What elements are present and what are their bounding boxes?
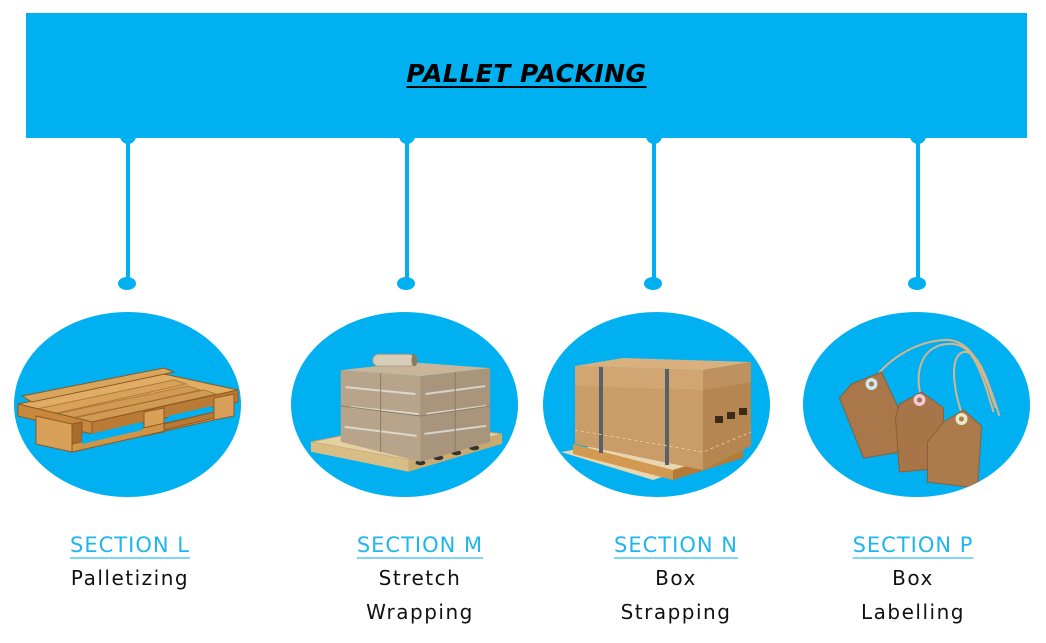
section-p-label[interactable]: SECTION P [852,533,974,557]
stretch-wrapped-pallet-icon [310,353,503,472]
connector-dot [908,277,926,290]
connector-line [126,136,130,282]
section-m-label[interactable]: SECTION M [356,533,484,557]
section-p-image [803,312,1030,497]
strapped-box-icon [561,358,752,480]
section-p-desc-line: Labelling [861,600,965,624]
page-title-text: PALLET PACKING [406,59,647,88]
section-p-desc-line: Box [892,566,934,590]
section-l-image [14,312,241,497]
connector-dot [644,277,662,290]
section-n-desc-line: Strapping [620,600,732,624]
section-m-image [291,312,518,497]
section-m-desc-line: Stretch [378,566,462,590]
page-title: PALLET PACKING [26,59,1027,88]
connector-line [652,136,656,282]
section-p-caption: SECTION P Box Labelling [793,531,1033,629]
connector-line [916,136,920,282]
section-l-caption: SECTION L Palletizing [10,531,250,595]
section-m-caption: SECTION M Stretch Wrapping [300,531,540,629]
connector-dot [118,277,136,290]
connector-dot [397,277,415,290]
section-l-desc-line: Palletizing [70,566,190,590]
section-n-desc-line: Box [655,566,697,590]
section-l-label[interactable]: SECTION L [70,533,190,557]
connector-line [405,136,409,282]
kraft-tags-icon [838,338,1001,489]
wooden-pallet-icon [17,367,239,453]
section-n-image [543,312,770,497]
section-n-label[interactable]: SECTION N [614,533,738,557]
section-m-desc-line: Wrapping [366,600,474,624]
title-banner: PALLET PACKING [26,13,1027,138]
section-n-caption: SECTION N Box Strapping [556,531,796,629]
